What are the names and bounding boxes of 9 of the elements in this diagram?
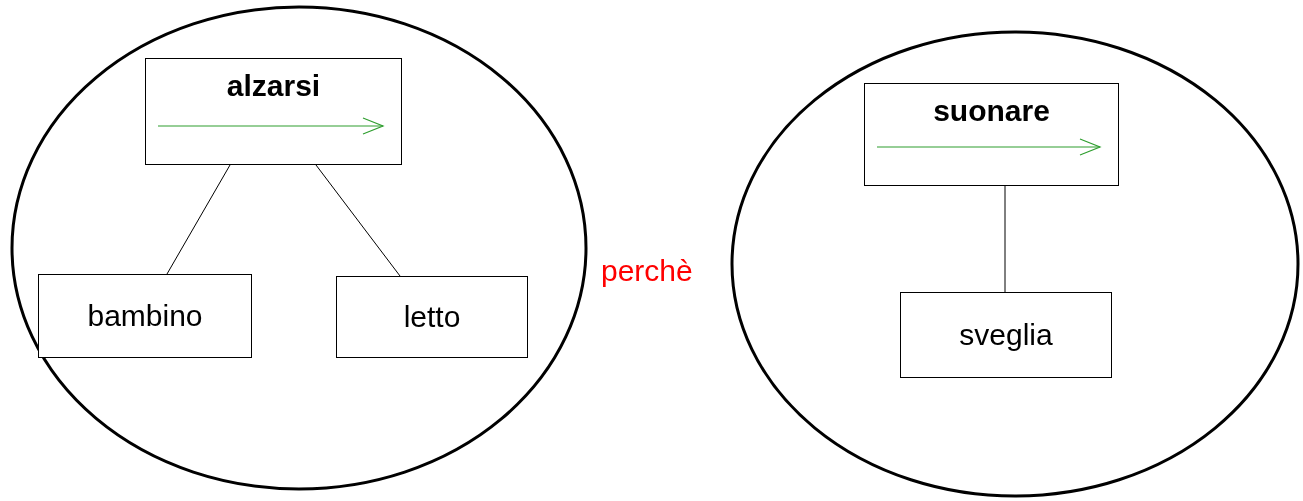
concept-box: alzarsi xyxy=(145,58,402,165)
connector-line xyxy=(166,164,231,275)
relation-label: perchè xyxy=(601,256,693,286)
connector-line xyxy=(1004,185,1006,293)
connector-line xyxy=(315,164,401,277)
concept-box: suonare xyxy=(864,83,1119,186)
entity-box: sveglia xyxy=(900,292,1112,378)
entity-box: letto xyxy=(336,276,528,358)
entity-box: bambino xyxy=(38,274,252,358)
